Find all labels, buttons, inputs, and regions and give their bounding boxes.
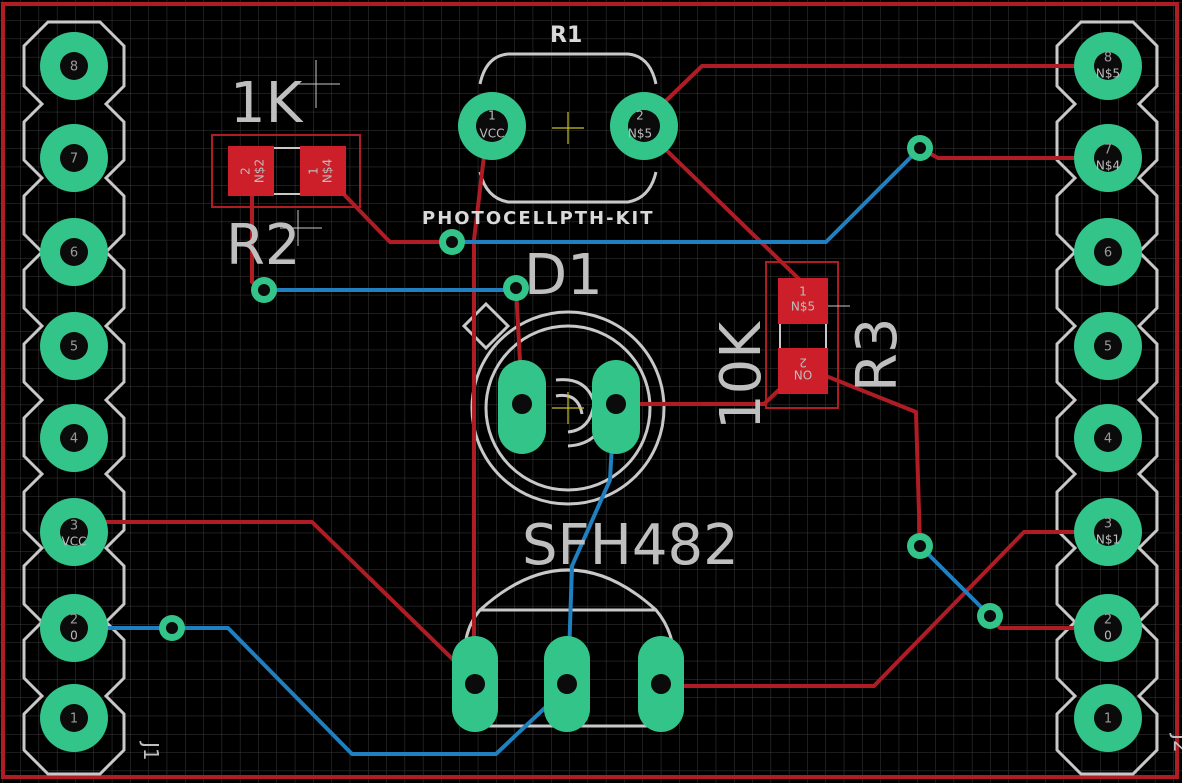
r2-pad-2-label: 2 bbox=[239, 167, 253, 175]
jp2-pin-3-signal: N$1 bbox=[1096, 533, 1120, 547]
jp2-pin-2-signal: 0 bbox=[1104, 629, 1112, 643]
r3-pad-2 bbox=[778, 348, 828, 394]
r3-pad-1-label: 1 bbox=[799, 285, 807, 299]
r3-pad-1-signal: N$5 bbox=[791, 300, 815, 314]
jp2-pin-7-signal: N$4 bbox=[1096, 159, 1120, 173]
d1-name-label: D1 bbox=[524, 243, 603, 308]
jp2-name-label: J2 bbox=[1169, 732, 1182, 753]
jp1-pin-6-label: 6 bbox=[70, 246, 78, 261]
r1-photocell-outline bbox=[478, 52, 658, 204]
bottom-trace-photocell-to-jp2-7 bbox=[450, 148, 920, 244]
r2-pad-2 bbox=[228, 146, 274, 196]
jp1-pin-2-label: 2 bbox=[70, 613, 78, 628]
jp1-name-label: J1 bbox=[139, 740, 163, 761]
r1-pad-1-signal: VCC bbox=[480, 127, 505, 141]
jp1-pin-1-label: 1 bbox=[70, 712, 78, 727]
jp2-pin-8-label: 8 bbox=[1104, 51, 1112, 66]
jp1-pin-3-label: 3 bbox=[70, 519, 78, 534]
jp2-pin-7-label: 7 bbox=[1104, 143, 1112, 158]
jp1-pin-3-signal: VCC bbox=[62, 535, 87, 549]
r2-smd-outline bbox=[211, 60, 361, 246]
r2-pad-1-label: 1 bbox=[307, 167, 321, 175]
r2-pad-1 bbox=[300, 146, 346, 196]
r1-pad-1-label: 1 bbox=[488, 109, 496, 123]
r3-pad-1 bbox=[778, 278, 828, 324]
r3-pads: 1 N$5 2 ON bbox=[778, 278, 828, 394]
bottom-trace-via-to-via bbox=[918, 544, 992, 618]
r2-pad-1-signal: N$4 bbox=[321, 159, 335, 183]
jp2-pin-3-label: 3 bbox=[1104, 517, 1112, 532]
trace-jp1-vcc-to-ic bbox=[76, 520, 476, 682]
photocell-label: PHOTOCELLPTH-KIT bbox=[422, 208, 655, 229]
jp2-pin-5-label: 5 bbox=[1104, 340, 1112, 355]
r1-pad-2-signal: N$5 bbox=[628, 127, 652, 141]
trace-r2p1-to-photocell-via bbox=[328, 178, 454, 244]
jp2-pin-1-label: 1 bbox=[1104, 712, 1112, 727]
r3-pad-2-label: 2 bbox=[799, 356, 807, 370]
r1-pad-2-label: 2 bbox=[636, 109, 644, 123]
left-header-pads: 8 7 6 5 4 3 VCC 2 0 1 bbox=[40, 32, 108, 752]
ic-name-label: SFH482 bbox=[522, 513, 739, 578]
trace-r3p2-to-via bbox=[814, 370, 922, 548]
ic-pads bbox=[452, 636, 684, 732]
r3-value-label: 10K bbox=[709, 321, 774, 430]
vias bbox=[159, 135, 1003, 641]
jp2-pin-4-label: 4 bbox=[1104, 432, 1112, 447]
left-header-outline bbox=[22, 20, 126, 776]
jp1-pin-7-label: 7 bbox=[70, 152, 78, 167]
r3-pad-2-signal: ON bbox=[794, 368, 812, 382]
r1-pads: 1 VCC 2 N$5 bbox=[458, 92, 678, 160]
r2-value-label: 1K bbox=[230, 71, 304, 136]
right-header-pads: 8 N$5 7 N$4 6 5 4 3 N$1 2 0 1 bbox=[1074, 32, 1142, 752]
component-labels: R1 1K R2 PHOTOCELLPTH-KIT D1 10K R3 SFH4… bbox=[139, 23, 1182, 761]
r3-name-label: R3 bbox=[845, 317, 910, 392]
r1-name-label: R1 bbox=[550, 23, 582, 48]
jp2-pin-2-label: 2 bbox=[1104, 613, 1112, 628]
r2-pad-2-signal: N$2 bbox=[253, 159, 267, 183]
jp2-pin-8-signal: N$5 bbox=[1096, 67, 1120, 81]
jp1-pin-2-signal: 0 bbox=[70, 629, 78, 643]
d1-pads bbox=[498, 360, 640, 454]
r2-name-label: R2 bbox=[226, 213, 301, 278]
jp2-pin-6-label: 6 bbox=[1104, 246, 1112, 261]
r2-pads: 2 N$2 1 N$4 bbox=[228, 146, 346, 196]
trace-ic-out-to-jp2-3 bbox=[658, 530, 1106, 688]
jp1-pin-5-label: 5 bbox=[70, 340, 78, 355]
jp1-pin-4-label: 4 bbox=[70, 432, 78, 447]
right-header-outline bbox=[1055, 20, 1159, 776]
jp1-pin-8-label: 8 bbox=[70, 60, 78, 75]
